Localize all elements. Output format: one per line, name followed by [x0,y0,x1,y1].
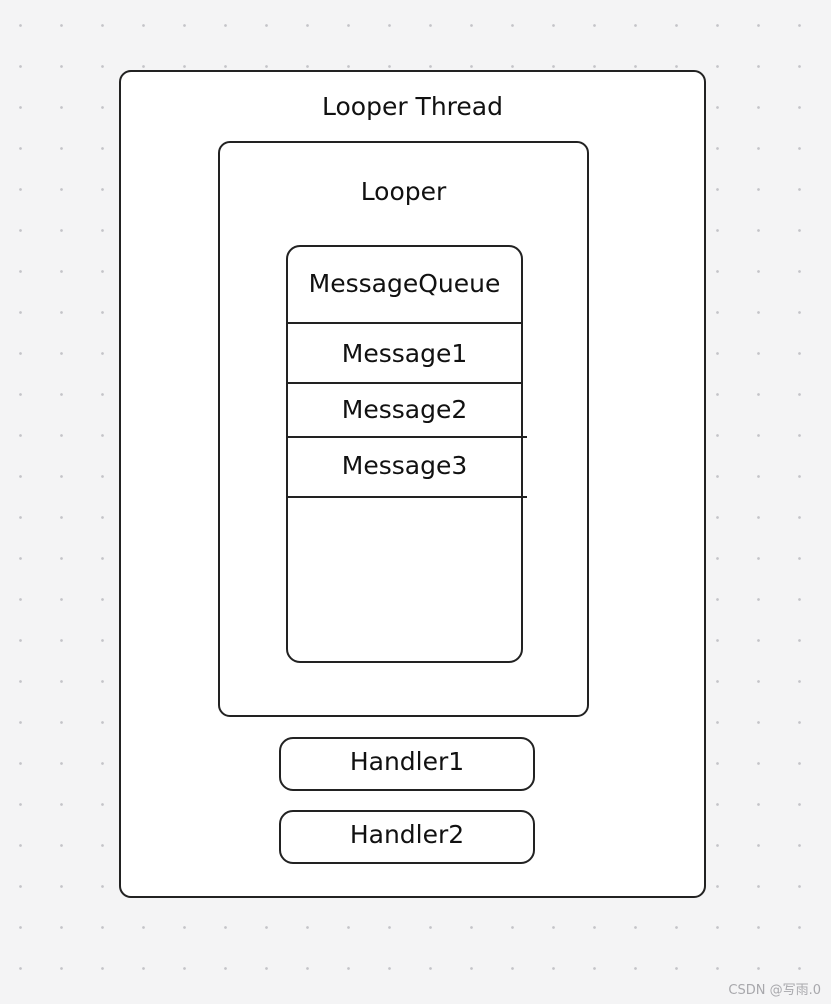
queue-divider [288,382,521,384]
handler-2-box: Handler2 [279,810,535,864]
handler-1-label: Handler1 [349,747,465,776]
message-queue-label: MessageQueue [308,269,501,298]
message-1-label: Message1 [341,339,468,368]
message-queue-box: MessageQueue Message1 Message2 Message3 [286,245,527,663]
handler-1-box: Handler1 [279,737,535,791]
looper-thread-label: Looper Thread [322,92,503,121]
looper-box: Looper MessageQueue Message1 Message2 Me… [218,141,589,717]
message-2-label: Message2 [341,395,468,424]
message-3-label: Message3 [341,451,468,480]
handler-2-label: Handler2 [349,820,465,849]
watermark: CSDN @写雨.0 [728,983,821,998]
queue-divider [288,322,521,324]
queue-divider [288,436,527,438]
looper-label: Looper [360,177,447,206]
queue-divider [288,496,527,498]
looper-thread-box: Looper Thread Looper MessageQueue Messag… [119,70,706,898]
